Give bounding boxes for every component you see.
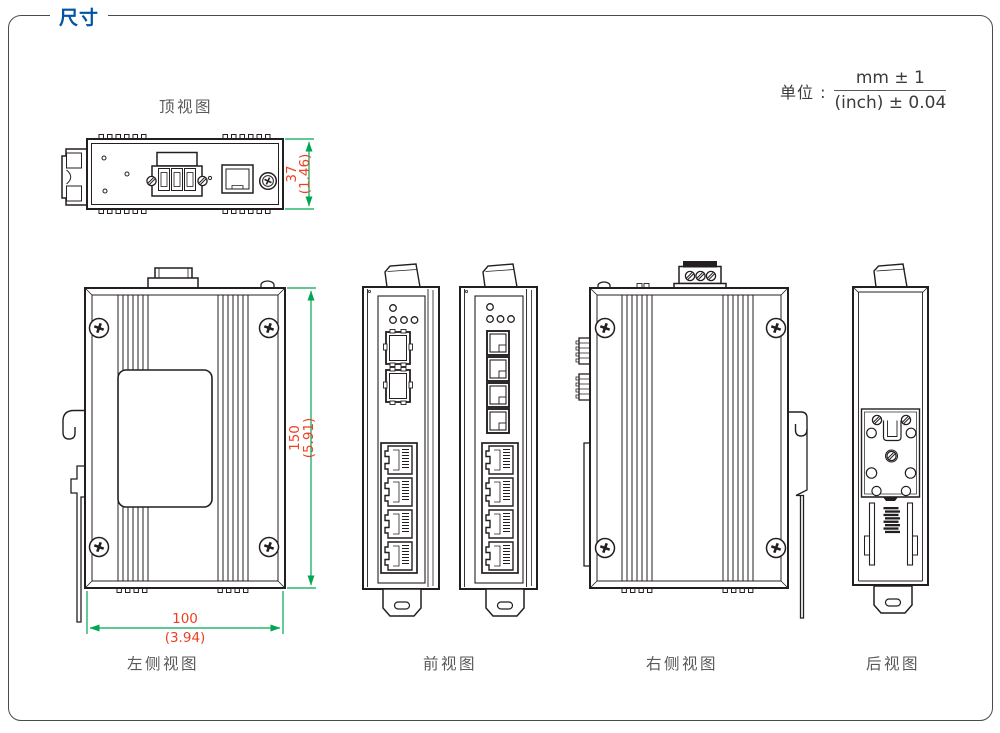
rj45-port-icon	[485, 541, 514, 571]
right-side-view-label: 右侧视图	[646, 655, 718, 673]
terminal-block-side-icon	[673, 261, 727, 291]
mount-screw-icon	[871, 414, 883, 426]
rj45-port-icon	[384, 541, 413, 571]
terminal-screw-icon	[146, 175, 157, 187]
width-dimension: 100 (3.94)	[86, 591, 284, 646]
corner-screw-icon	[258, 317, 280, 339]
din-bracket-icon	[485, 588, 525, 617]
top-connector-icon	[482, 263, 518, 288]
depth-dimension: 37 (1.46)	[284, 138, 314, 210]
terminal-block-top-icon	[146, 151, 208, 197]
rj45-port-icon	[384, 445, 413, 475]
rj45-port-icon	[485, 477, 514, 507]
depth-inch-value: (1.46)	[297, 154, 313, 195]
width-mm-value: 100	[172, 611, 198, 627]
front-view-copper-drawing: 前视图	[423, 263, 538, 673]
corner-screw-icon	[594, 537, 616, 559]
corner-screw-icon	[88, 536, 110, 558]
ground-screw-icon	[258, 171, 278, 191]
ground-lug-icon	[597, 281, 611, 288]
sfp-cage-side-icon	[575, 337, 591, 401]
top-connector-icon	[384, 263, 421, 288]
din-rail-clip-icon	[789, 411, 808, 619]
right-side-view-drawing: 右侧视图	[575, 261, 808, 673]
mount-screw-icon	[900, 414, 912, 426]
corner-screw-icon	[765, 317, 787, 339]
sfp-port-icon	[382, 328, 414, 368]
rear-view-label: 后视图	[866, 655, 920, 673]
console-port-icon	[221, 164, 254, 194]
depth-mm-value: 37	[284, 165, 300, 182]
corner-screw-icon	[594, 317, 616, 339]
rj45-port-icon	[384, 509, 413, 539]
unit-notation: 单位 : mm ± 1 (inch) ± 0.04	[780, 68, 947, 113]
unit-inch-tolerance: (inch) ± 0.04	[834, 93, 947, 113]
unit-label: 单位 :	[780, 82, 827, 102]
rj45-port-icon	[384, 477, 413, 507]
top-connector-icon	[873, 263, 908, 288]
fiber-port-icon	[486, 408, 510, 434]
fiber-port-icon	[486, 356, 510, 382]
height-inch-value: (5.91)	[301, 418, 317, 459]
unit-fraction: mm ± 1 (inch) ± 0.04	[834, 68, 947, 113]
corner-screw-icon	[765, 537, 787, 559]
front-view-sfp-drawing	[362, 263, 440, 617]
din-slider-mechanism	[861, 496, 920, 566]
section-title: 尺寸	[50, 3, 109, 30]
din-clip-top-icon	[61, 148, 87, 206]
front-view-label: 前视图	[423, 655, 477, 673]
rear-view-drawing: 后视图	[852, 263, 929, 673]
top-view-drawing: 37 (1.46) 顶视图	[61, 98, 314, 214]
din-bracket-icon	[382, 588, 422, 617]
spring-icon	[883, 507, 900, 534]
top-view-label: 顶视图	[159, 98, 213, 116]
top-connector-icon	[147, 267, 199, 289]
height-dimension: 150 (5.91)	[287, 287, 317, 589]
height-mm-value: 150	[287, 425, 303, 451]
unit-mm-tolerance: mm ± 1	[834, 68, 947, 91]
led-indicators	[486, 303, 515, 323]
rj45-port-icon	[485, 445, 514, 475]
din-bracket-icon	[873, 585, 913, 614]
left-side-view-label: 左侧视图	[127, 655, 199, 673]
mount-screw-icon	[886, 450, 897, 462]
fiber-port-icon	[486, 382, 510, 408]
sfp-port-icon	[382, 366, 414, 406]
led-indicators	[389, 304, 419, 324]
width-inch-value: (3.94)	[165, 630, 206, 646]
din-rail-clip-icon	[62, 409, 86, 623]
label-plate	[117, 369, 213, 508]
fiber-port-icon	[486, 330, 510, 356]
rj45-port-icon	[485, 509, 514, 539]
din-mount-plate	[860, 408, 921, 498]
corner-screw-icon	[258, 536, 280, 558]
corner-screw-icon	[88, 317, 110, 339]
ground-lug-icon	[260, 280, 275, 288]
left-side-view-drawing: 150 (5.91) 100 (3.94) 左侧视图	[62, 267, 317, 673]
terminal-screw-icon	[197, 175, 208, 187]
